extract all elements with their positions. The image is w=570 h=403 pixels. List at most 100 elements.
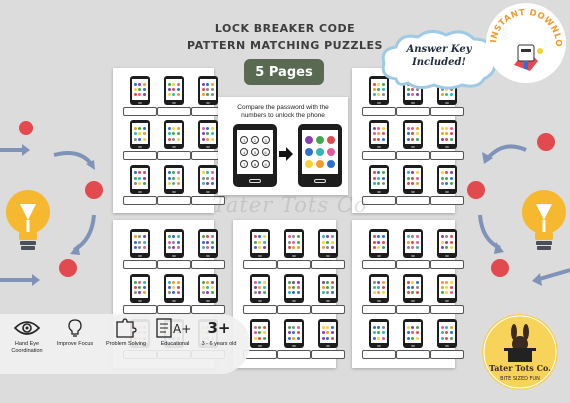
password-color-dot	[326, 148, 335, 156]
color-dot	[415, 171, 419, 175]
red-dot	[85, 181, 103, 199]
puzzle-item	[362, 163, 396, 207]
color-dot	[415, 235, 419, 239]
color-dot	[411, 171, 415, 175]
phone-icon	[198, 76, 218, 106]
puzzle-item	[311, 317, 345, 362]
phone-icon	[403, 273, 423, 303]
puzzle-item	[123, 226, 157, 271]
color-dot	[138, 82, 142, 86]
color-dot	[168, 88, 172, 92]
phone-icon	[284, 228, 304, 258]
phone-icon	[403, 319, 423, 349]
color-dot	[172, 176, 176, 180]
color-dot	[168, 93, 172, 97]
color-dot	[142, 182, 146, 186]
color-dot	[202, 93, 206, 97]
color-dot	[206, 240, 210, 244]
color-dot	[381, 176, 385, 180]
red-dot	[467, 181, 485, 199]
color-dot	[449, 93, 453, 97]
bunny-in-hat-icon	[504, 324, 536, 362]
color-dot	[254, 325, 258, 329]
color-dot	[449, 137, 453, 141]
answer-box	[311, 350, 345, 360]
color-dot	[411, 280, 415, 284]
color-dot	[292, 285, 296, 289]
color-dot	[262, 325, 266, 329]
color-dot	[138, 176, 142, 180]
color-dot	[262, 291, 266, 295]
color-dot	[381, 291, 385, 295]
puzzle-item	[311, 271, 345, 316]
keypad-key: 7	[240, 160, 249, 168]
color-dot	[330, 240, 334, 244]
color-dot	[381, 88, 385, 92]
color-dot	[330, 235, 334, 239]
puzzle-item	[362, 317, 396, 362]
color-dot	[373, 291, 377, 295]
color-dot	[134, 82, 138, 86]
color-dot	[202, 171, 206, 175]
color-dot	[381, 280, 385, 284]
color-dot	[288, 245, 292, 249]
phone-icon	[164, 164, 184, 194]
answer-box	[157, 107, 191, 117]
color-dot	[168, 280, 172, 284]
color-dot	[377, 88, 381, 92]
color-dot	[407, 245, 411, 249]
puzzle-item	[396, 271, 430, 316]
color-dot	[142, 235, 146, 239]
color-dot	[172, 171, 176, 175]
puzzle-item	[277, 226, 311, 271]
color-dot	[322, 240, 326, 244]
arrow-right-icon	[279, 147, 293, 161]
color-dot	[449, 291, 453, 295]
color-dot	[262, 331, 266, 335]
color-dot	[377, 285, 381, 289]
arrow-icon	[72, 214, 96, 252]
color-dot	[445, 336, 449, 340]
color-dot	[441, 176, 445, 180]
color-dot	[449, 280, 453, 284]
color-dot	[377, 182, 381, 186]
color-dot	[206, 280, 210, 284]
color-dot	[415, 336, 419, 340]
phone-icon	[198, 228, 218, 258]
password-color-dot	[315, 160, 324, 168]
puzzle-item	[157, 118, 191, 162]
color-dot	[202, 182, 206, 186]
color-dot	[134, 291, 138, 295]
color-dot	[176, 182, 180, 186]
color-dot	[254, 280, 258, 284]
phone-icon	[369, 273, 389, 303]
color-dot	[210, 285, 214, 289]
color-dot	[381, 137, 385, 141]
color-dot	[258, 291, 262, 295]
color-dot	[206, 285, 210, 289]
color-dot	[206, 88, 210, 92]
color-dot	[415, 280, 419, 284]
keypad-key: 4	[240, 148, 249, 156]
color-dot	[322, 285, 326, 289]
red-dot	[537, 133, 555, 151]
phone-icon	[250, 319, 270, 349]
phone-icon	[130, 120, 150, 150]
answer-box	[430, 350, 464, 360]
answer-box	[430, 304, 464, 314]
color-dot	[206, 132, 210, 136]
color-dot	[288, 280, 292, 284]
color-dot	[254, 245, 258, 249]
puzzle-icon	[116, 318, 137, 338]
color-dot	[176, 93, 180, 97]
color-dot	[411, 331, 415, 335]
color-dot	[377, 176, 381, 180]
color-dot	[262, 280, 266, 284]
color-dot	[449, 88, 453, 92]
color-dot	[202, 235, 206, 239]
phone-icon	[284, 273, 304, 303]
color-dot	[326, 235, 330, 239]
color-dot	[210, 245, 214, 249]
color-dot	[411, 336, 415, 340]
color-dot	[172, 93, 176, 97]
